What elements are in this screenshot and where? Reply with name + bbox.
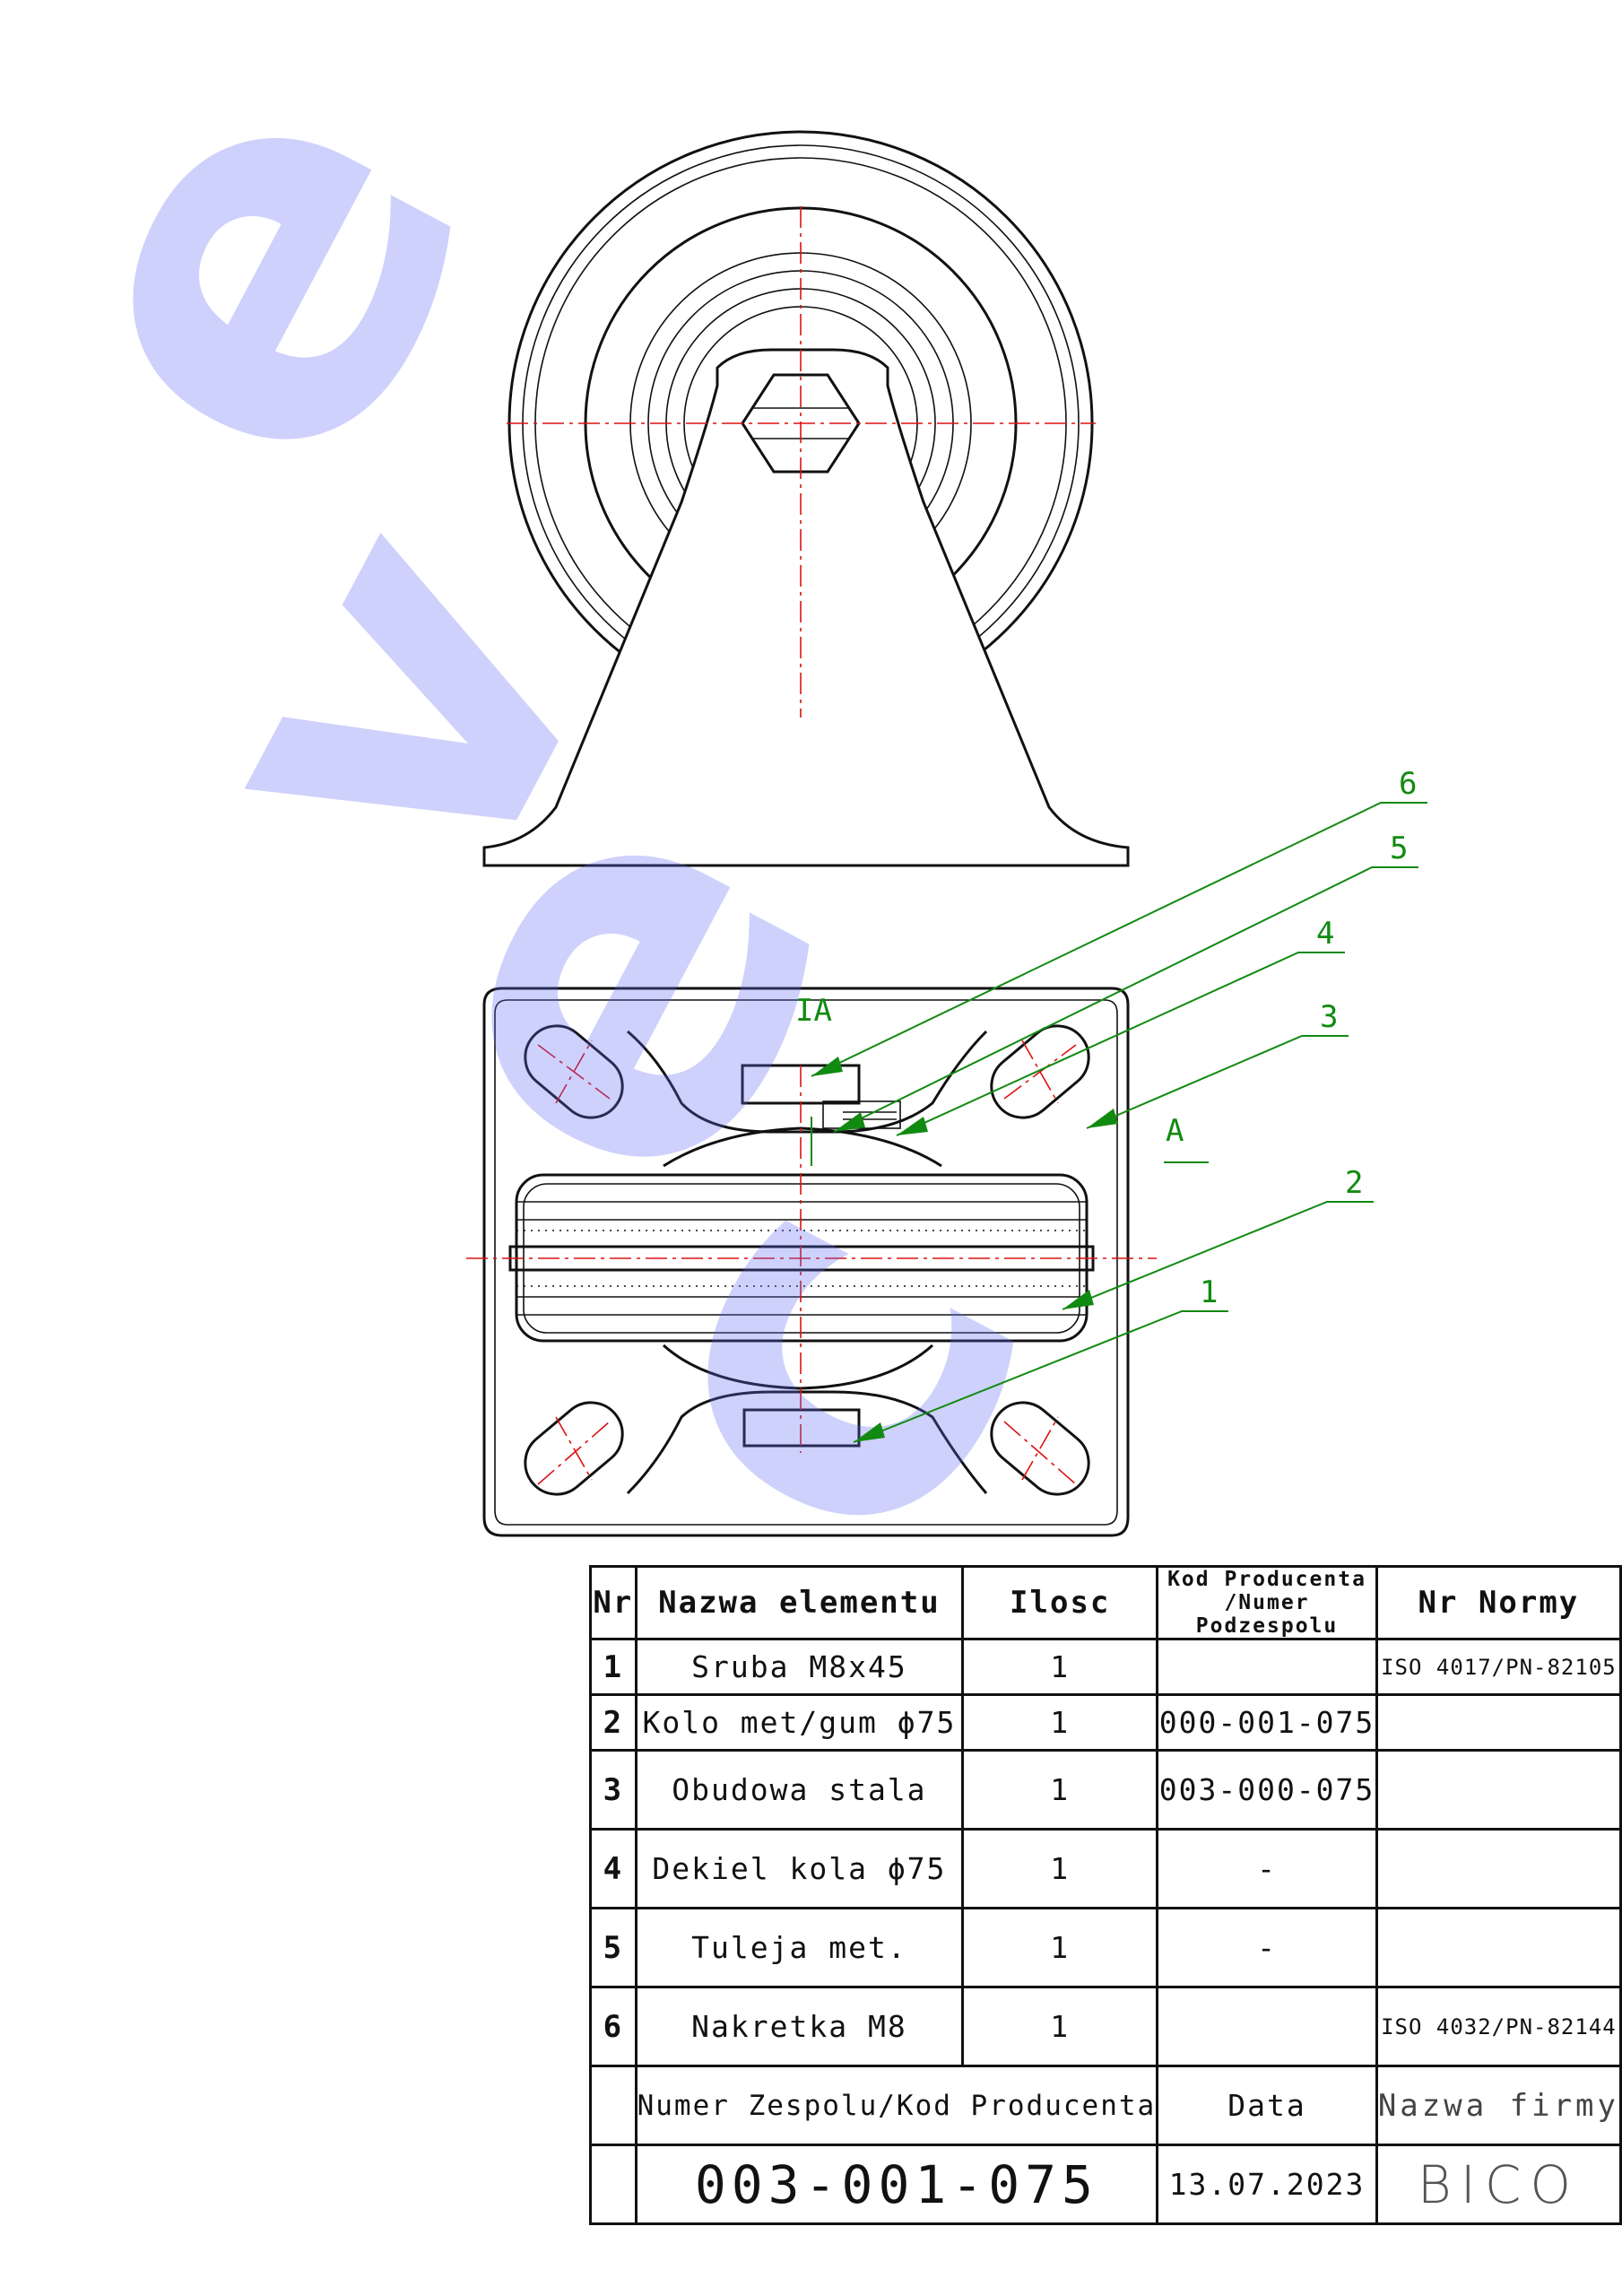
table-header-row: Nr Nazwa elementu Ilosc Kod Producenta /…	[589, 1565, 1622, 1640]
footer-empty-cell	[589, 2144, 638, 2225]
row-qty: 1	[961, 1907, 1159, 1988]
table-row: 3 Obudowa stala 1 003-000-075	[589, 1749, 1622, 1831]
row-qty: 1	[961, 1749, 1159, 1831]
date-label: Data	[1156, 2065, 1378, 2146]
row-nr: 1	[589, 1638, 638, 1696]
callout-3: 3	[1086, 999, 1349, 1129]
section-marker-right: A	[1166, 1113, 1184, 1149]
row-code: 003-000-075	[1156, 1749, 1378, 1831]
table-footer-labels-row: Numer Zespolu/Kod Producenta Data Nazwa …	[589, 2065, 1622, 2146]
table-footer-values-row: 003-001-075 13.07.2023 BICO	[589, 2144, 1622, 2225]
row-standard: ISO 4032/PN-82144	[1375, 1986, 1622, 2067]
footer-empty-cell	[589, 2065, 638, 2146]
row-nr: 4	[589, 1828, 638, 1909]
watermark-letter-e: e	[0, 0, 588, 558]
row-code: -	[1156, 1828, 1378, 1909]
row-nr: 3	[589, 1749, 638, 1831]
callout-6: 6	[811, 766, 1427, 1077]
assembly-number: 003-001-075	[634, 2144, 1159, 2225]
mounting-slot	[524, 1401, 624, 1496]
date-value: 13.07.2023	[1156, 2144, 1378, 2225]
callout-number: 4	[1316, 916, 1334, 952]
table-row: 1 Sruba M8x45 1 ISO 4017/PN-82105	[589, 1638, 1622, 1696]
row-code: 000-001-075	[1156, 1693, 1378, 1752]
callout-number: 1	[1200, 1274, 1218, 1310]
row-code: -	[1156, 1907, 1378, 1988]
front-view	[482, 130, 1130, 867]
callout-4: 4	[896, 916, 1345, 1136]
table-row: 6 Nakretka M8 1 ISO 4032/PN-82144	[589, 1986, 1622, 2067]
section-marker-left: IA	[795, 993, 832, 1029]
row-standard	[1375, 1828, 1622, 1909]
table-row: 2 Kolo met/gum ϕ75 1 000-001-075	[589, 1693, 1622, 1752]
row-standard	[1375, 1907, 1622, 1988]
row-qty: 1	[961, 1828, 1159, 1909]
table-row: 4 Dekiel kola ϕ75 1 -	[589, 1828, 1622, 1909]
row-standard: ISO 4017/PN-82105	[1375, 1638, 1622, 1696]
company-name: BICO	[1375, 2144, 1622, 2225]
assembly-label: Numer Zespolu/Kod Producenta	[634, 2065, 1159, 2146]
company-label: Nazwa firmy	[1375, 2065, 1622, 2146]
callout-1: 1	[853, 1274, 1228, 1443]
header-code: Kod Producenta /Numer Podzespolu	[1156, 1565, 1378, 1640]
header-nr: Nr	[589, 1565, 638, 1640]
top-view	[466, 987, 1157, 1537]
callout-number: 6	[1399, 766, 1417, 802]
row-name: Kolo met/gum ϕ75	[634, 1693, 965, 1752]
callout-number: 3	[1320, 999, 1338, 1035]
row-standard	[1375, 1749, 1622, 1831]
row-name: Obudowa stala	[634, 1749, 965, 1831]
mounting-slot	[990, 1401, 1090, 1496]
row-code	[1156, 1986, 1378, 2067]
row-code	[1156, 1638, 1378, 1696]
bill-of-materials-table: Nr Nazwa elementu Ilosc Kod Producenta /…	[589, 1565, 1622, 2225]
row-nr: 2	[589, 1693, 638, 1752]
row-qty: 1	[961, 1693, 1159, 1752]
row-name: Sruba M8x45	[634, 1638, 965, 1696]
row-standard	[1375, 1693, 1622, 1752]
row-qty: 1	[961, 1986, 1159, 2067]
callout-2: 2	[1062, 1165, 1374, 1310]
mounting-slot	[524, 1024, 624, 1119]
row-nr: 6	[589, 1986, 638, 2067]
row-name: Dekiel kola ϕ75	[634, 1828, 965, 1909]
callout-number: 2	[1345, 1165, 1363, 1201]
header-code-line2: /Numer Podzespolu	[1195, 1591, 1339, 1638]
row-name: Nakretka M8	[634, 1986, 965, 2067]
mounting-slot	[990, 1024, 1090, 1119]
header-standard: Nr Normy	[1375, 1565, 1622, 1640]
row-nr: 5	[589, 1907, 638, 1988]
callout-number: 5	[1390, 831, 1408, 866]
header-name: Nazwa elementu	[634, 1565, 965, 1640]
header-qty: Ilosc	[961, 1565, 1159, 1640]
row-qty: 1	[961, 1638, 1159, 1696]
table-row: 5 Tuleja met. 1 -	[589, 1907, 1622, 1988]
header-code-line1: Kod Producenta	[1167, 1568, 1366, 1592]
callout-5: 5	[833, 831, 1418, 1133]
row-name: Tuleja met.	[634, 1907, 965, 1988]
